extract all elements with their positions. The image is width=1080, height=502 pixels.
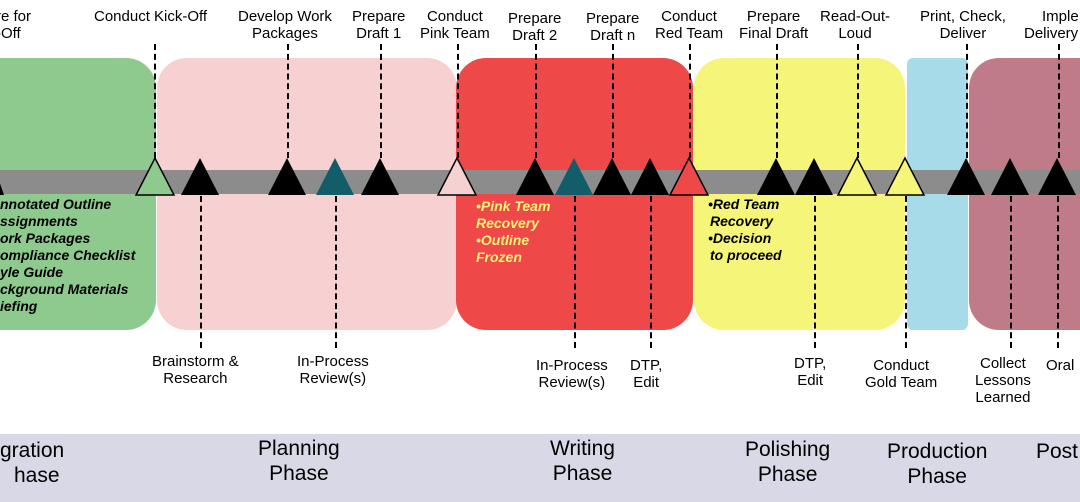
dash-conduct-gold-team [905,196,907,348]
dash-conduct-red-team [689,44,691,158]
dash-print-check-deliver [966,44,968,158]
integration-phase-box [0,58,156,330]
dash-oral [1057,196,1059,348]
dash-prepare-final-draft [776,44,778,158]
dash-in-process-reviews-1 [335,196,337,348]
dash-brainstorm-research [200,196,202,348]
phase-band [0,434,1080,502]
milestone-brainstorm [181,158,219,195]
polishing-notes: •Red Team Recovery •Decision to proceed [708,196,782,263]
milestone-prepare-draft-2 [516,158,554,195]
milestone-conduct-pink-team [436,156,478,196]
phase-name-post: Post [1036,440,1079,463]
dash-implement-delivery [1058,44,1060,158]
dash-prepare-draft-2 [535,44,537,158]
label-dtp-edit-2: DTP,Edit [794,355,827,389]
label-read-out-loud: Read-Out-Loud [820,8,891,42]
milestone-conduct-red-team [668,156,710,196]
dash-develop-work-packages [287,44,289,158]
label-print-check-deliver: Print, Check,Deliver [920,8,1006,42]
integration-notes: nnotated Outline ssignments ork Packages… [0,196,136,314]
milestone-review-1 [316,158,354,195]
milestone-print-check-deliver [947,158,985,195]
dash-collect-lessons-learned [1010,196,1012,348]
milestone-prepare-draft-1 [361,158,399,195]
milestone-dtp-edit-2 [795,158,833,195]
dash-dtp-edit-1 [650,196,652,348]
dash-dtp-edit-2 [814,196,816,348]
dash-conduct-kickoff [154,44,156,158]
milestone-implement-delivery [1038,158,1076,195]
milestone-prepare-draft-n [593,158,631,195]
label-brainstorm-research: Brainstorm &Research [152,353,239,387]
dash-in-process-reviews-2 [574,196,576,348]
milestone-review-2 [555,158,593,195]
milestone-start [0,183,4,195]
label-prepare-kickoff: re for-Off [0,8,32,42]
label-conduct-kickoff: Conduct Kick-Off [94,8,208,25]
milestone-collect-lessons [991,158,1029,195]
dash-prepare-draft-1 [380,44,382,158]
dash-read-out-loud [857,44,859,158]
writing-notes: •Pink Team Recovery •Outline Frozen [476,198,551,265]
milestone-conduct-kickoff [134,156,176,196]
dash-prepare-draft-n [612,44,614,158]
milestone-prepare-final-draft [757,158,795,195]
dash-conduct-pink-team [457,44,459,158]
label-oral: Oral [1046,357,1075,374]
milestone-dtp-edit-1 [631,158,669,195]
milestone-develop-work-packages [268,158,306,195]
label-dtp-edit-1: DTP,Edit [630,357,663,391]
milestone-read-out-loud [836,156,878,196]
milestone-conduct-gold-team [884,156,926,196]
